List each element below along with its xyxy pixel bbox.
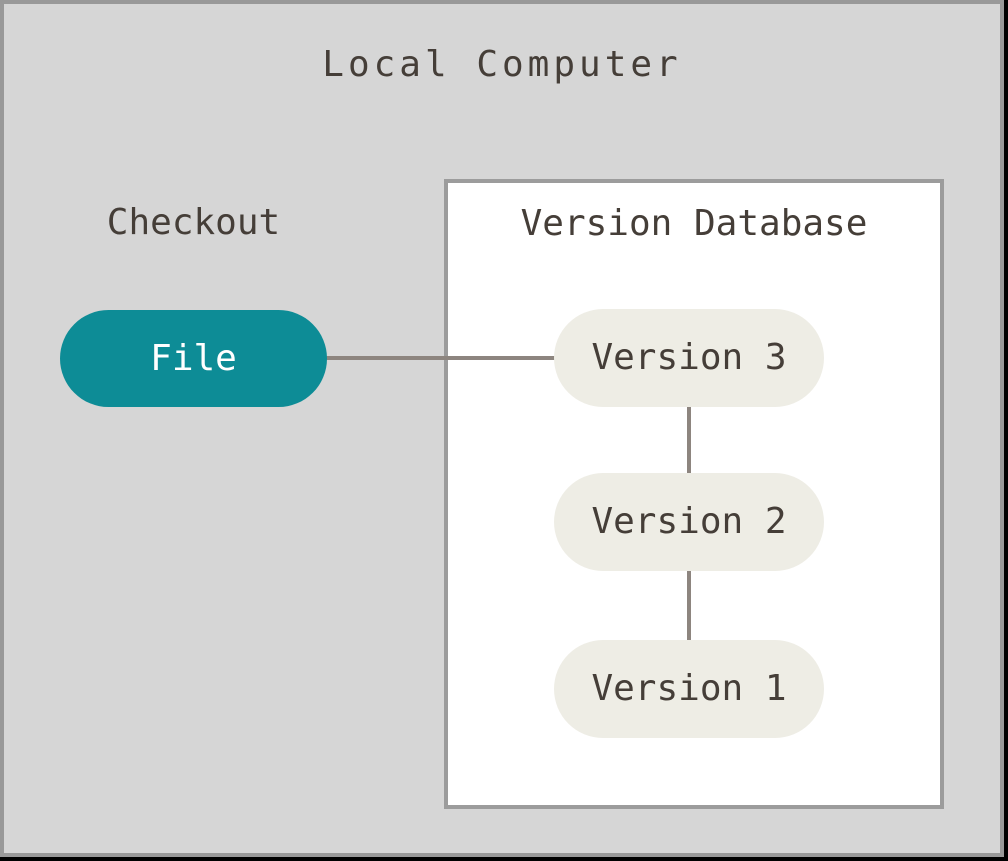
connector-version2-to-version1	[687, 568, 691, 644]
version-database-title: Version Database	[520, 203, 868, 244]
version-node-2: Version 2	[554, 473, 824, 571]
version-node-3: Version 3	[554, 309, 824, 407]
connector-version3-to-version2	[687, 404, 691, 476]
file-node: File	[60, 310, 327, 407]
version-node-1: Version 1	[554, 640, 824, 738]
diagram-title: Local Computer	[322, 44, 682, 85]
connector-file-to-version3	[324, 356, 559, 360]
checkout-label: Checkout	[106, 202, 281, 243]
